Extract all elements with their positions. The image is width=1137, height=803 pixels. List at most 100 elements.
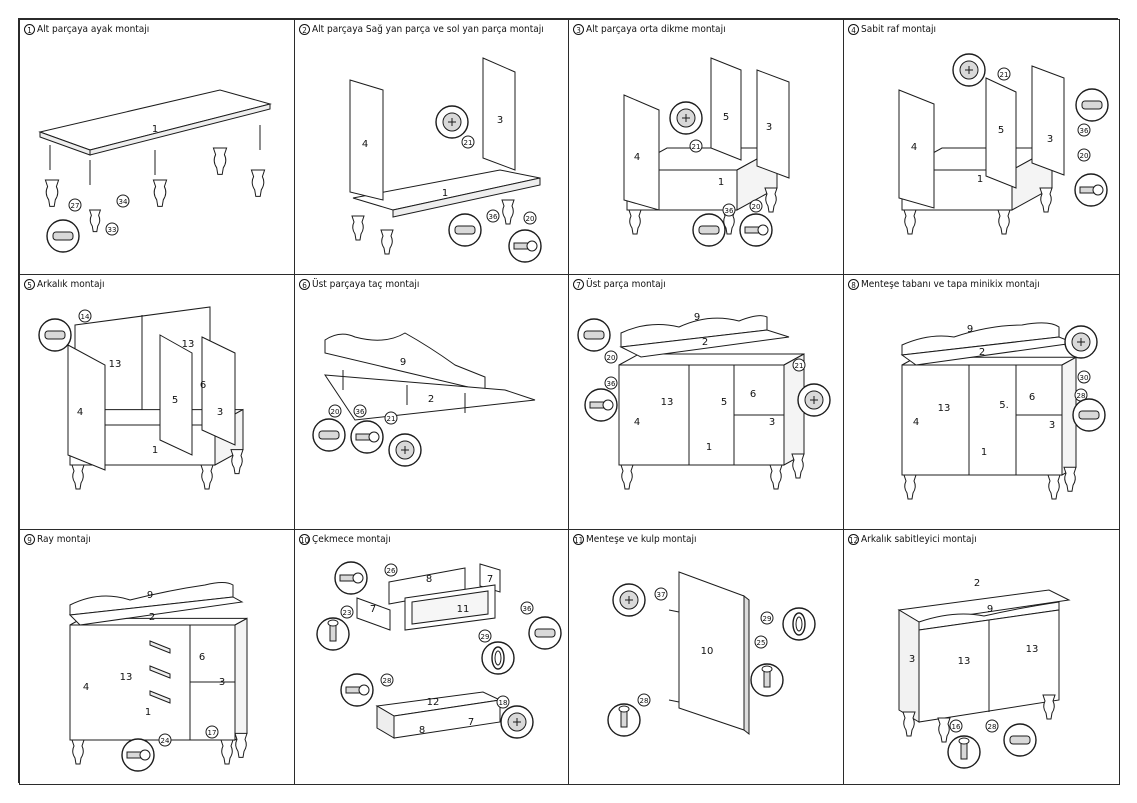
right-side-panel: [898, 609, 920, 723]
svg-text:36: 36: [607, 380, 616, 388]
callout-callout_d: 28: [637, 693, 651, 707]
svg-text:36: 36: [489, 213, 498, 221]
leg-icon: [88, 209, 102, 233]
right-side-panel: [1031, 65, 1065, 176]
svg-text:21: 21: [795, 362, 804, 370]
leg-icon: [71, 739, 85, 765]
cam-detail-icon: [612, 583, 646, 617]
callout-callout_a: 30: [1077, 370, 1091, 384]
callout-callout_c: 36: [520, 601, 534, 615]
svg-text:36: 36: [523, 605, 532, 613]
callout-callout_c: 33: [105, 222, 119, 236]
callout-callout_a: 21: [997, 67, 1011, 81]
svg-text:36: 36: [1080, 127, 1089, 135]
callout-callout_c: 25: [754, 635, 768, 649]
crown-panel: [324, 332, 486, 392]
screw-detail-icon: [607, 703, 641, 737]
svg-text:20: 20: [752, 203, 761, 211]
step-title-text: Üst parçaya taç montajı: [312, 279, 420, 290]
callout-callout_b: 28: [985, 719, 999, 733]
step-title-text: Sabit raf montajı: [861, 24, 937, 35]
part-label-left_panel: 4: [634, 417, 640, 428]
svg-text:29: 29: [763, 615, 772, 623]
svg-text:28: 28: [1077, 392, 1086, 400]
step-number-badge: 12: [848, 534, 859, 545]
callout-callout_f: 18: [496, 695, 510, 709]
part-label-back: 8: [426, 574, 432, 585]
knob-detail-icon: [481, 641, 515, 675]
part-label-right_panel: 3: [219, 677, 225, 688]
part-label-right_panel: 3: [1049, 420, 1055, 431]
leg-icon: [44, 179, 60, 207]
right-side-panel: [756, 69, 790, 179]
callout-callout_e: 28: [380, 673, 394, 687]
leg-icon: [200, 464, 214, 490]
part-label-front: 11: [457, 604, 470, 615]
step-number-badge: 9: [24, 534, 35, 545]
callout-callout_c: 20: [749, 199, 763, 213]
base-panel-top: [38, 89, 272, 151]
drawer-side-left: [356, 597, 391, 631]
part-label-middle: 5: [172, 395, 178, 406]
cam-detail-icon: [669, 101, 703, 135]
step-title-text: Ray montajı: [37, 534, 91, 545]
part-label-top: 2: [149, 612, 155, 623]
step-title-text: Menteşe ve kulp montajı: [586, 534, 697, 545]
svg-text:21: 21: [387, 415, 396, 423]
step-title-text: Arkalık sabitleyici montajı: [861, 534, 977, 545]
bolt-detail-icon: [508, 229, 542, 263]
part-label-left_panel: 4: [911, 142, 917, 153]
leg-icon: [722, 209, 736, 235]
step-number-badge: 10: [299, 534, 310, 545]
leg-icon: [212, 147, 228, 175]
svg-text:23: 23: [343, 609, 352, 617]
part-label-crown: 9: [987, 604, 993, 615]
part-label-middle: 5.: [999, 400, 1009, 411]
bolt-detail-icon: [121, 738, 155, 772]
callout-callout_a: 37: [654, 587, 668, 601]
callout-callout_a: 16: [949, 719, 963, 733]
leg-icon: [152, 179, 168, 207]
part-label-right_panel: 3: [766, 122, 772, 133]
step-title-text: Üst parça montajı: [586, 279, 666, 290]
callout-callout_b: 36: [1077, 123, 1091, 137]
part-label-top: 2: [428, 394, 434, 405]
svg-text:28: 28: [640, 697, 649, 705]
dowel-detail-icon: [1072, 398, 1106, 432]
left-side-panel: [898, 89, 935, 209]
part-label-door_right: 13: [1026, 644, 1039, 655]
callout-callout_c: 20: [1077, 148, 1091, 162]
middle-panel: [985, 77, 1017, 189]
cabinet-front-face: [618, 364, 785, 466]
svg-text:33: 33: [108, 226, 117, 234]
right-side-panel: [482, 57, 516, 171]
svg-text:20: 20: [526, 215, 535, 223]
callout-callout_b: 23: [340, 605, 354, 619]
callout-callout_a: 14: [78, 309, 92, 323]
svg-text:26: 26: [387, 567, 396, 575]
middle-panel: [710, 57, 742, 161]
cam-detail-icon: [952, 53, 986, 87]
part-label-crown: 9: [967, 324, 973, 335]
svg-text:37: 37: [657, 591, 666, 599]
part-label-bottom: 1: [152, 445, 158, 456]
cabinet-side-face: [234, 617, 248, 741]
svg-text:17: 17: [208, 729, 217, 737]
bolt-detail-icon: [739, 213, 773, 247]
part-label-back: 13: [938, 403, 951, 414]
dowel-detail-icon: [46, 219, 80, 253]
drawer-front-lower: [393, 699, 501, 739]
leg-icon: [937, 717, 951, 743]
